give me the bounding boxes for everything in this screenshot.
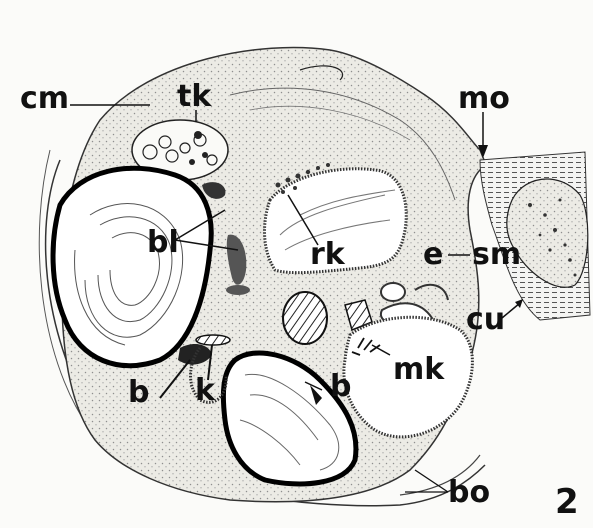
label-bl: bl (147, 228, 179, 258)
label-e: e (423, 240, 443, 270)
figure-number: 2 (555, 485, 579, 519)
label-bo: bo (448, 478, 490, 508)
label-rk: rk (310, 240, 345, 270)
label-sm: sm (472, 240, 521, 270)
hatched-structure (283, 292, 327, 344)
label-cm: cm (20, 84, 69, 114)
label-b-left: b (128, 378, 149, 408)
label-mo: mo (458, 84, 510, 114)
small-lacuna-1 (381, 283, 405, 301)
k-blob (196, 335, 230, 345)
label-k: k (195, 376, 215, 406)
left-lacuna (53, 168, 211, 365)
label-b-right: b (330, 372, 351, 402)
label-cu: cu (466, 305, 505, 335)
label-mk: mk (393, 355, 444, 385)
label-tk: tk (177, 82, 211, 112)
